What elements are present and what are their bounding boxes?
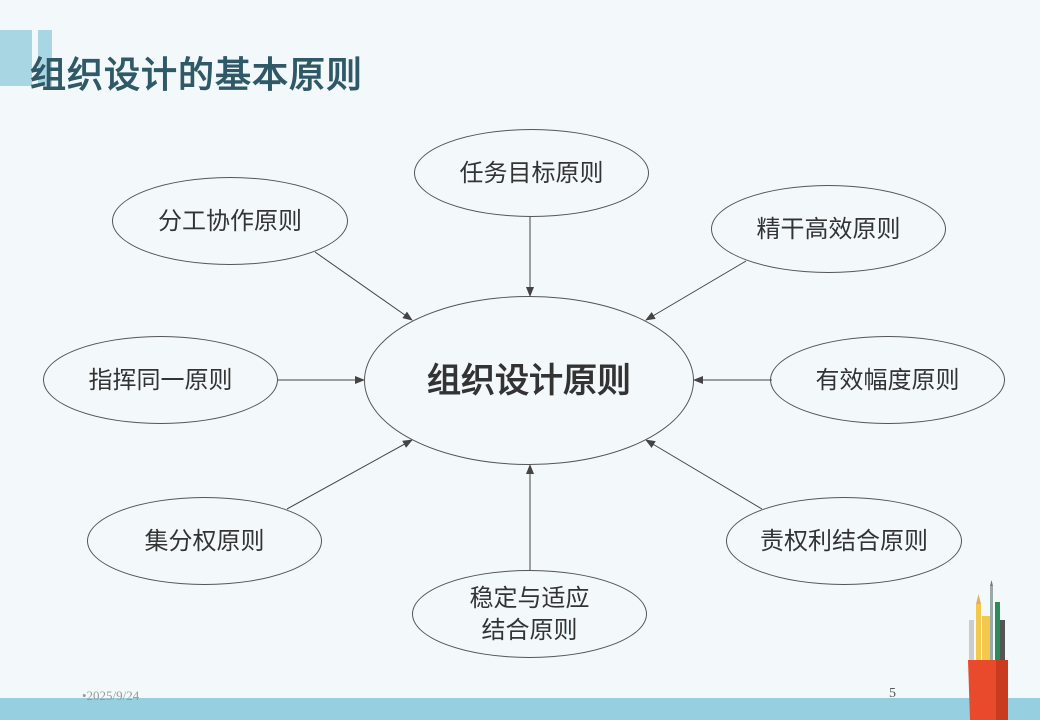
title-accent-block xyxy=(0,30,32,86)
pencil-cup-icon xyxy=(968,580,1008,720)
node-top-left: 分工协作原则 xyxy=(112,177,348,265)
node-bottom-label: 稳定与适应 结合原则 xyxy=(469,584,590,644)
footer-date: •2025/9/24 xyxy=(82,688,140,703)
arrow-top-right xyxy=(645,260,747,321)
node-top-left-label: 分工协作原则 xyxy=(158,207,302,235)
node-top-right: 精干高效原则 xyxy=(711,185,946,273)
center-node-label: 组织设计原则 xyxy=(427,360,631,401)
node-top: 任务目标原则 xyxy=(414,129,649,217)
page-number: 5 xyxy=(889,686,896,701)
title-accent-bar xyxy=(38,30,52,86)
slide-title: 组织设计的基本原则 xyxy=(30,55,364,96)
node-bottom-right-label: 责权利结合原则 xyxy=(760,527,928,555)
node-left-label: 指挥同一原则 xyxy=(88,366,233,394)
node-right: 有效幅度原则 xyxy=(770,336,1005,424)
arrow-bottom-right xyxy=(645,439,763,510)
center-node: 组织设计原则 xyxy=(364,296,694,465)
footer-bar xyxy=(0,698,1040,720)
node-bottom-left-label: 集分权原则 xyxy=(144,527,265,555)
arrow-top-left xyxy=(314,251,413,321)
node-right-label: 有效幅度原则 xyxy=(815,366,960,394)
arrow-bottom-left xyxy=(286,439,413,510)
node-bottom-right: 责权利结合原则 xyxy=(726,497,962,585)
node-top-right-label: 精干高效原则 xyxy=(756,215,901,243)
node-left: 指挥同一原则 xyxy=(43,336,278,424)
node-top-label: 任务目标原则 xyxy=(459,159,604,187)
node-bottom: 稳定与适应 结合原则 xyxy=(412,570,647,658)
node-bottom-left: 集分权原则 xyxy=(87,497,322,585)
